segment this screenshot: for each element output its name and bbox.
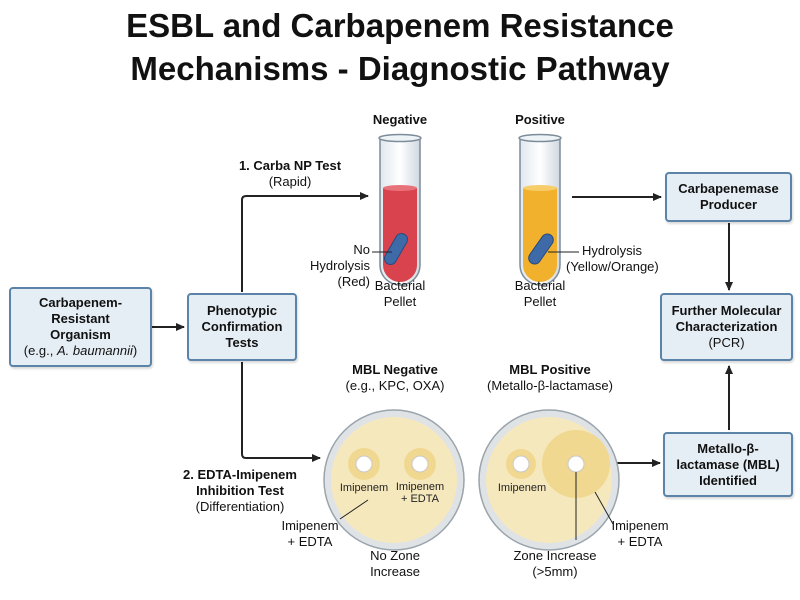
phenotypic-confirmation-box: Phenotypic Confirmation Tests: [187, 293, 297, 361]
no-zone-increase-label: No Zone Increase: [370, 548, 420, 579]
positive-liquid: [523, 188, 557, 282]
callout-neg-edta: [339, 499, 369, 520]
negative-header: Negative: [372, 112, 428, 127]
neg-edta-callout: Imipenem + EDTA: [281, 518, 339, 549]
hydrolysis-label: Hydrolysis (Yellow/Orange): [566, 243, 659, 274]
negative-tube: [378, 133, 422, 286]
carbapenemase-producer-box: Carbapenemase Producer: [665, 172, 792, 222]
positive-tube: [518, 133, 562, 286]
neg-imipenem-disc-label: Imipenem: [339, 482, 389, 494]
neg-imipenem-disc: [355, 455, 373, 473]
mbl-negative-plate: [323, 409, 465, 551]
mbl-negative-header: MBL Negative (e.g., KPC, OXA): [345, 362, 445, 393]
edta-test-label: 2. EDTA-Imipenem Inhibition Test (Differ…: [183, 467, 297, 514]
positive-header: Positive: [515, 112, 565, 127]
diagram-title-line1: ESBL and Carbapenem Resistance: [126, 7, 674, 44]
molecular-characterization-box: Further Molecular Characterization (PCR): [660, 293, 793, 361]
mbl-identified-box: Metallo-β- lactamase (MBL) Identified: [663, 432, 793, 497]
arrow-tests-to-carba-np: [241, 192, 369, 292]
neg-edta-disc: [411, 455, 429, 473]
positive-pellet: [528, 233, 554, 265]
no-hydrolysis-label: No Hydrolysis (Red): [310, 242, 370, 289]
arrow-tests-to-edta: [241, 362, 321, 462]
negative-pellet: [384, 232, 408, 266]
callout-zone-increase: [594, 491, 614, 525]
pos-imipenem-disc-label: Imipenem: [497, 482, 547, 494]
diagram-title-line2: Mechanisms - Diagnostic Pathway: [130, 50, 670, 87]
mbl-positive-plate: [478, 409, 620, 551]
pos-edta-disc: [567, 455, 585, 473]
zone-increase-label: Zone Increase (>5mm): [513, 548, 597, 579]
pos-imipenem-disc: [512, 455, 530, 473]
carba-np-test-label: 1. Carba NP Test (Rapid): [238, 158, 342, 189]
negative-pellet-label: Bacterial Pellet: [374, 278, 426, 309]
positive-pellet-label: Bacterial Pellet: [514, 278, 566, 309]
mbl-positive-header: MBL Positive (Metallo-β-lactamase): [487, 362, 613, 393]
neg-edta-disc-label: Imipenem + EDTA: [395, 481, 445, 505]
carbapenem-resistant-organism-box: Carbapenem- Resistant Organism (e.g., A.…: [9, 287, 152, 367]
pos-edta-callout: Imipenem + EDTA: [611, 518, 669, 549]
